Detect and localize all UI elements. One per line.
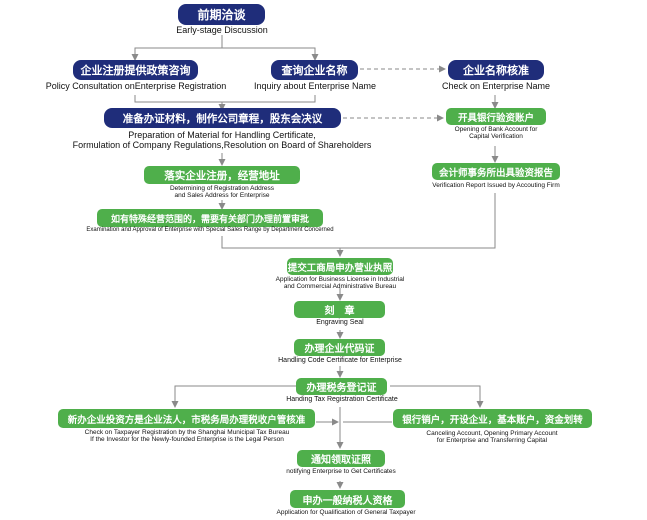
arrow-tax-taxpayer — [171, 385, 296, 408]
license-caption-line1: Application for Business License in Indu… — [275, 276, 405, 283]
license-caption-line2: and Commercial Administrative Bureau — [283, 283, 397, 291]
prepare-caption-line1: Preparation of Material for Handling Cer… — [128, 130, 316, 140]
step-policy-consultation: 企业注册提供政策咨询 — [73, 60, 198, 80]
step-registration-address-caption: Determining of Registration Address and … — [142, 185, 302, 200]
step-early-discussion: 前期洽谈 — [178, 4, 265, 25]
step-bank-account-transfer-caption: Canceling Account, Opening Primary Accou… — [402, 430, 582, 445]
step-code-certificate: 办理企业代码证 — [294, 339, 385, 356]
step-notify-certificates-caption: notifying Enterprise to Get Certificates — [286, 468, 396, 475]
address-caption-line1: Determining of Registration Address — [169, 185, 275, 192]
step-verification-report-caption: Verification Report Issued by Accouting … — [432, 182, 560, 189]
bankacct-caption-line1: Canceling Account, Opening Primary Accou… — [426, 430, 558, 437]
step-open-bank-account: 开具银行验资账户 — [446, 108, 546, 125]
step-bank-account-transfer: 银行销户，开设企业，基本账户，资金划转 — [393, 409, 592, 428]
step-check-name: 企业名称核准 — [448, 60, 544, 80]
arrow-special-license — [221, 236, 344, 257]
step-prepare-materials: 准备办证材料，制作公司章程，股东会决议 — [104, 108, 341, 128]
step-registration-address: 落实企业注册，经营地址 — [144, 166, 300, 184]
arrow-inquiry-prepare — [222, 95, 316, 103]
step-inquiry-name-caption: Inquiry about Enterprise Name — [253, 81, 377, 91]
address-caption-line2: and Sales Address for Enterprise — [174, 192, 270, 200]
arrow-early-policy — [131, 35, 223, 61]
bank-caption-line1: Opening of Bank Account for — [454, 126, 538, 133]
step-engraving-seal: 刻 章 — [294, 301, 385, 318]
taxpayer-caption-line1: Check on Taxpayer Registration by the Sh… — [84, 429, 290, 436]
step-tax-registration-caption: Handing Tax Registration Certificate — [286, 396, 398, 403]
step-inquiry-name: 查询企业名称 — [271, 60, 358, 80]
step-check-name-caption: Check on Enterprise Name — [441, 81, 551, 91]
step-notify-certificates: 通知领取证照 — [297, 450, 385, 467]
step-tax-registration: 办理税务登记证 — [296, 378, 387, 395]
step-business-license: 提交工商局申办营业执照 — [287, 258, 393, 275]
step-early-discussion-caption: Early-stage Discussion — [176, 25, 268, 35]
step-open-bank-account-caption: Opening of Bank Account for Capital Veri… — [440, 126, 552, 141]
step-policy-consultation-caption: Policy Consultation onEnterprise Registr… — [45, 81, 227, 91]
bankacct-caption-line2: for Enterprise and Transferring Capital — [436, 437, 548, 445]
step-general-taxpayer: 申办一般纳税人资格 — [290, 490, 405, 508]
step-taxpayer-check-caption: Check on Taxpayer Registration by the Sh… — [56, 429, 318, 444]
taxpayer-caption-line2: If the Investor for the Newly-founded En… — [90, 436, 284, 444]
arrow-early-inquiry — [222, 47, 319, 61]
arrow-tax-bankacct — [390, 385, 484, 408]
step-special-approval: 如有特殊经营范围的，需要有关部门办理前置审批 — [97, 209, 323, 227]
step-business-license-caption: Application for Business License in Indu… — [270, 276, 410, 291]
step-engraving-seal-caption: Engraving Seal — [316, 319, 364, 326]
step-special-approval-caption: Examination and Approval of Enterprise w… — [86, 227, 334, 233]
arrow-verify-license — [340, 193, 496, 249]
step-taxpayer-check: 新办企业投资方是企业法人，市税务局办理税收户管核准 — [58, 409, 315, 428]
arrow-policy-prepare — [134, 95, 226, 111]
step-verification-report: 会计师事务所出具验资报告 — [432, 163, 560, 180]
prepare-caption-line2: Formulation of Company Regulations,Resol… — [72, 140, 372, 151]
step-prepare-materials-caption: Preparation of Material for Handling Cer… — [52, 130, 392, 150]
step-code-certificate-caption: Handling Code Certificate for Enterprise — [278, 357, 402, 364]
bank-caption-line2: Capital Verification — [469, 133, 523, 141]
step-general-taxpayer-caption: Application for Qualification of General… — [276, 509, 416, 516]
